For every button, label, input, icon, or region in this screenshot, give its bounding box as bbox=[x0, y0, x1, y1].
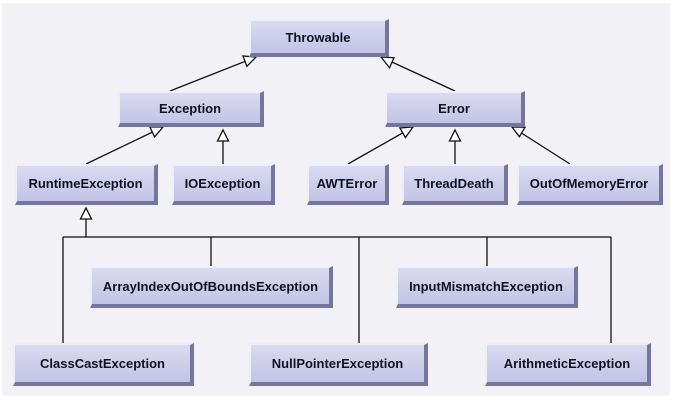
runtimeexception-class-box: RuntimeException bbox=[15, 164, 158, 205]
threaddeath-class-box: ThreadDeath bbox=[402, 164, 508, 205]
arrowhead-runtimeexception-subclasses bbox=[79, 206, 93, 220]
arrayindexoutofboundsexception-class-box: ArrayIndexOutOfBoundsException bbox=[90, 266, 333, 308]
arrowhead-ioexception-exception bbox=[216, 128, 230, 142]
arrowhead-outofmemoryerror-error bbox=[510, 126, 527, 138]
error-class-box: Error bbox=[385, 91, 525, 127]
arrowhead-threaddeath-error bbox=[448, 128, 462, 142]
inputmismatchexception-class-box: InputMismatchException bbox=[396, 266, 578, 308]
throwable-class-box: Throwable bbox=[249, 19, 389, 57]
ioexception-class-box: IOException bbox=[172, 164, 275, 205]
edge-runtimeexception-exception bbox=[85, 126, 164, 165]
edge-error-throwable bbox=[380, 56, 456, 92]
arrowhead-runtimeexception-exception bbox=[148, 126, 165, 139]
classcastexception-class-box: ClassCastException bbox=[13, 343, 194, 386]
exception-class-box: Exception bbox=[118, 91, 264, 127]
arithmeticexception-class-box: ArithmeticException bbox=[485, 343, 651, 386]
arrowhead-awterror-error bbox=[398, 126, 415, 139]
edge-exception-throwable bbox=[169, 56, 257, 92]
nullpointerexception-class-box: NullPointerException bbox=[249, 343, 428, 386]
outofmemoryerror-class-box: OutOfMemoryError bbox=[517, 164, 663, 205]
awterror-class-box: AWTError bbox=[307, 164, 389, 205]
arrowhead-error-throwable bbox=[379, 56, 395, 70]
arrowhead-exception-throwable bbox=[242, 55, 258, 68]
